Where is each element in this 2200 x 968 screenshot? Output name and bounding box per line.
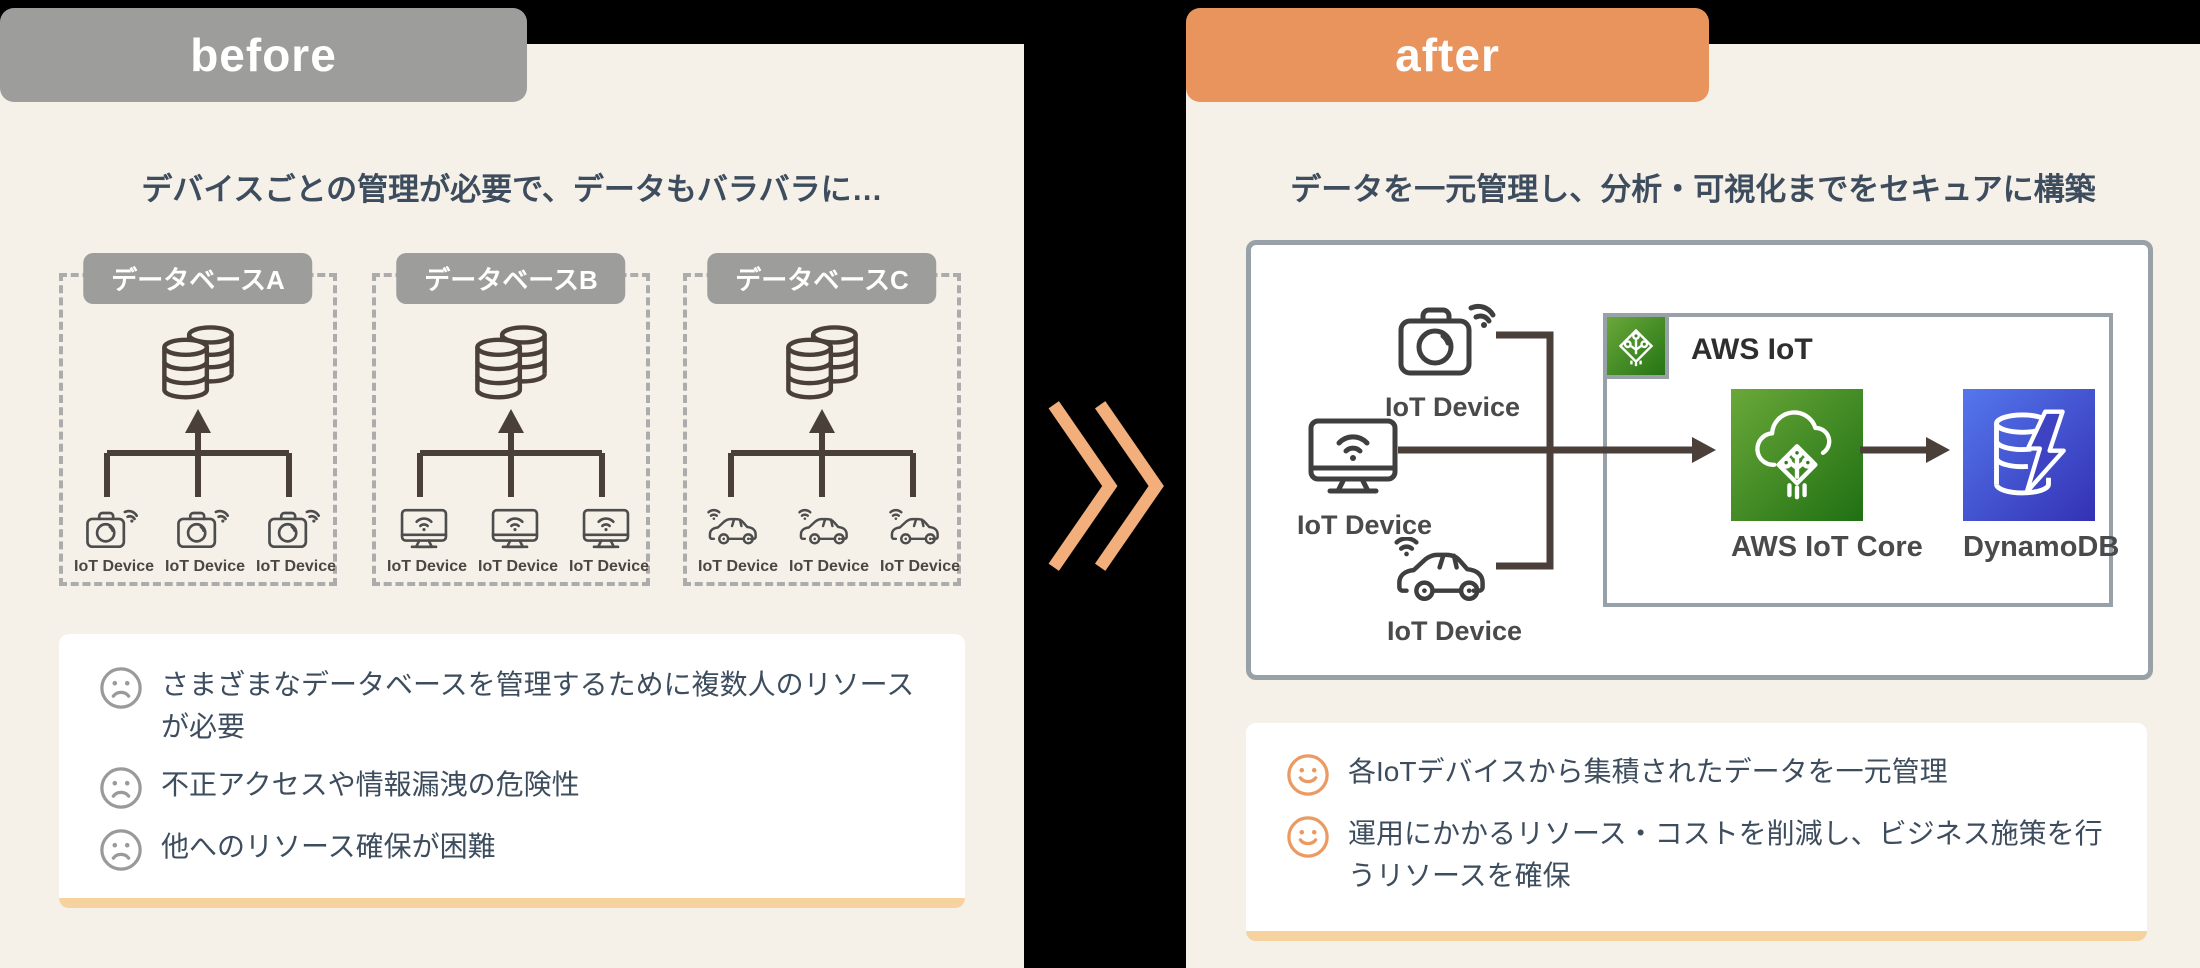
database-box-c: データベースC IoT Device IoT Device IoT Device xyxy=(683,253,961,586)
benefit-item: 各IoTデバイスから集積されたデータを一元管理 xyxy=(1286,751,2107,797)
fork-connector xyxy=(59,409,337,501)
device-item: IoT Device xyxy=(698,505,779,576)
car-icon xyxy=(797,505,855,551)
iot-device-car: IoT Device xyxy=(1387,537,1523,647)
camera-icon xyxy=(264,505,322,551)
monitor-icon xyxy=(395,505,453,551)
car-icon xyxy=(888,505,946,551)
device-label: IoT Device xyxy=(789,558,870,575)
benefits-card: 各IoTデバイスから集積されたデータを一元管理 運用にかかるリソース・コストを削… xyxy=(1246,723,2147,941)
before-badge: before xyxy=(0,8,527,102)
issues-card: さまざまなデータベースを管理するために複数人のリソースが必要 不正アクセスや情報… xyxy=(59,634,965,908)
benefit-item: 運用にかかるリソース・コストを削減し、ビジネス施策を行うリソースを確保 xyxy=(1286,813,2107,897)
device-item: IoT Device xyxy=(256,505,337,576)
sad-face-icon xyxy=(99,766,143,810)
device-item: IoT Device xyxy=(880,505,961,576)
aws-iot-core-icon xyxy=(1731,389,1863,521)
device-item: IoT Device xyxy=(387,505,468,576)
device-label: IoT Device xyxy=(1387,616,1523,646)
database-tag: データベースC xyxy=(707,253,937,304)
device-label: IoT Device xyxy=(256,558,337,575)
fork-connector xyxy=(372,409,650,501)
device-label: IoT Device xyxy=(880,558,961,575)
before-panel: デバイスごとの管理が必要で、データもバラバラに… データベースA IoT Dev… xyxy=(0,44,1024,968)
dynamodb-label: DynamoDB xyxy=(1963,531,2120,563)
iot-device-monitor: IoT Device xyxy=(1297,411,1433,541)
happy-face-icon xyxy=(1286,815,1330,859)
aws-iot-group-label: AWS IoT xyxy=(1691,333,1813,366)
database-tag: データベースA xyxy=(83,253,313,304)
device-label: IoT Device xyxy=(1297,510,1433,540)
database-box-a: データベースA IoT Device IoT Device IoT Device xyxy=(59,253,337,586)
dynamodb-icon xyxy=(1963,389,2095,521)
monitor-icon xyxy=(577,505,635,551)
benefit-text: 各IoTデバイスから集積されたデータを一元管理 xyxy=(1348,756,1948,787)
device-label: IoT Device xyxy=(569,558,650,575)
monitor-icon xyxy=(1301,411,1405,499)
device-item: IoT Device xyxy=(478,505,559,576)
camera-icon xyxy=(173,505,231,551)
issue-item: 他へのリソース確保が困難 xyxy=(99,826,925,872)
issue-text: 不正アクセスや情報漏洩の危険性 xyxy=(161,769,580,800)
after-panel: データを一元管理し、分析・可視化までをセキュアに構築 AWS IoT AWS I… xyxy=(1186,44,2200,968)
database-cylinders-icon xyxy=(148,319,248,411)
issue-item: 不正アクセスや情報漏洩の危険性 xyxy=(99,764,925,810)
database-cylinders-icon xyxy=(461,319,561,411)
aws-iot-badge xyxy=(1603,313,1669,379)
device-item: IoT Device xyxy=(165,505,246,576)
dynamodb-service: DynamoDB xyxy=(1963,389,2120,564)
monitor-icon xyxy=(486,505,544,551)
aws-iot-group-box: AWS IoT AWS IoT Core DynamoDB xyxy=(1603,313,2120,607)
issue-text: 他へのリソース確保が困難 xyxy=(161,831,496,862)
after-heading: データを一元管理し、分析・可視化までをセキュアに構築 xyxy=(1290,172,2096,207)
issue-item: さまざまなデータベースを管理するために複数人のリソースが必要 xyxy=(99,664,925,748)
after-badge: after xyxy=(1186,8,1709,102)
before-heading: デバイスごとの管理が必要で、データもバラバラに… xyxy=(141,172,883,207)
issue-text: さまざまなデータベースを管理するために複数人のリソースが必要 xyxy=(161,669,915,742)
database-tag: データベースB xyxy=(396,253,626,304)
car-icon xyxy=(706,505,764,551)
device-label: IoT Device xyxy=(165,558,246,575)
car-icon xyxy=(1390,537,1500,605)
database-row: データベースA IoT Device IoT Device IoT Device… xyxy=(0,253,1024,586)
fork-connector xyxy=(683,409,961,501)
device-label: IoT Device xyxy=(74,558,155,575)
device-label: IoT Device xyxy=(387,558,468,575)
database-cylinders-icon xyxy=(772,319,872,411)
iot-device-camera: IoT Device xyxy=(1385,295,1520,423)
sad-face-icon xyxy=(99,666,143,710)
database-box-b: データベースB IoT Device IoT Device IoT Device xyxy=(372,253,650,586)
device-item: IoT Device xyxy=(789,505,870,576)
cloud-iot-glyph-icon xyxy=(1745,403,1849,507)
sad-face-icon xyxy=(99,828,143,872)
double-chevron-right-icon xyxy=(1046,398,1164,574)
device-item: IoT Device xyxy=(74,505,155,576)
camera-icon xyxy=(82,505,140,551)
aws-iot-glyph-icon xyxy=(1614,324,1658,368)
device-item: IoT Device xyxy=(569,505,650,576)
camera-icon xyxy=(1389,295,1501,381)
device-label: IoT Device xyxy=(698,558,779,575)
database-bolt-glyph-icon xyxy=(1977,403,2081,507)
happy-face-icon xyxy=(1286,753,1330,797)
device-label: IoT Device xyxy=(478,558,559,575)
aws-iot-core-service: AWS IoT Core xyxy=(1731,389,1923,564)
benefit-text: 運用にかかるリソース・コストを削減し、ビジネス施策を行うリソースを確保 xyxy=(1348,818,2103,891)
architecture-diagram-box: AWS IoT AWS IoT Core DynamoDB IoT Device xyxy=(1246,240,2153,680)
aws-iot-core-label: AWS IoT Core xyxy=(1731,531,1923,563)
